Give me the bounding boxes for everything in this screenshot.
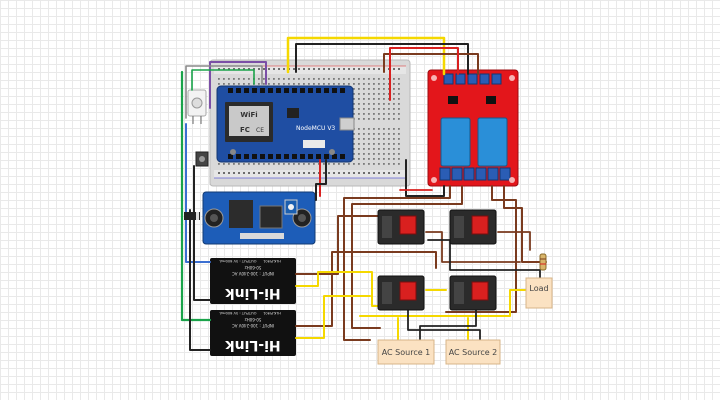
wire-black-rel-1 bbox=[405, 159, 445, 197]
buck-converter bbox=[202, 191, 316, 245]
wire-yellow-ac-2 bbox=[295, 295, 371, 339]
diode bbox=[184, 212, 200, 220]
resistor bbox=[539, 253, 547, 271]
fcc-mark: FC bbox=[240, 126, 250, 134]
nodemcu-board: WiFi FC CE NodeMCU V3 bbox=[216, 85, 355, 163]
nodemcu-header-bottom bbox=[228, 154, 345, 159]
wire-black-load bbox=[427, 239, 541, 281]
wires bbox=[180, 36, 547, 351]
ac-source-1-tag: AC Source 1 bbox=[377, 339, 435, 365]
hlk-2-spec-mid: 50-60Hz bbox=[245, 317, 262, 322]
push-button bbox=[195, 151, 209, 167]
wire-brown-ac-4 bbox=[503, 185, 547, 263]
sensor-module bbox=[187, 89, 207, 124]
relay-board bbox=[427, 69, 519, 187]
load-label: Load bbox=[529, 284, 548, 293]
relay-module-4 bbox=[449, 275, 497, 311]
relay-module-3 bbox=[377, 275, 425, 311]
relay-module-2 bbox=[449, 209, 497, 245]
hlk-2-spec-out: OUTPUT : 5V 600mA bbox=[219, 311, 256, 315]
relay-module-1 bbox=[377, 209, 425, 245]
wire-brown-relay-right bbox=[497, 231, 531, 251]
wire-brown-top-1 bbox=[383, 53, 479, 75]
relay-modules bbox=[377, 209, 497, 311]
wire-black-left-2 bbox=[189, 209, 211, 351]
wire-black-left bbox=[193, 165, 211, 301]
hlk-2-spec-top: INPUT : 100-240V AC bbox=[232, 323, 274, 328]
hlk-2-brand: Hi-Link bbox=[225, 337, 281, 353]
hlk-1-spec-mid: 50-60Hz bbox=[245, 265, 262, 270]
wire-yellow-top bbox=[286, 36, 446, 76]
wire-purple bbox=[209, 61, 267, 109]
wire-black-ac-src bbox=[419, 309, 477, 341]
wire-yellow-ac-4 bbox=[359, 289, 531, 317]
wire-red-top bbox=[389, 47, 459, 101]
nodemcu-wifi-label: WiFi bbox=[240, 111, 257, 119]
wire-brown-ac-3 bbox=[445, 185, 517, 313]
hlk-1-brand: Hi-Link bbox=[225, 285, 281, 301]
relay-1 bbox=[440, 117, 471, 167]
wire-brown-relay-mid bbox=[425, 231, 521, 263]
wire-black-ac-src2 bbox=[407, 309, 481, 341]
nodemcu-model-label: NodeMCU V3 bbox=[296, 125, 335, 132]
hlk-1-spec-out: OUTPUT : 5V 600mA bbox=[219, 259, 256, 263]
relay-board-terminals-top bbox=[443, 73, 502, 85]
wire-brown-ac-2 bbox=[351, 185, 463, 329]
wire-black-buck bbox=[315, 159, 327, 201]
ac-source-2-tag: AC Source 2 bbox=[445, 339, 501, 365]
wire-green-long bbox=[180, 70, 212, 322]
hlk-1-spec-top: INPUT : 100-240V AC bbox=[232, 271, 274, 276]
hlk-1-spec-model: HLK-PM01 bbox=[263, 259, 281, 263]
wire-green-short bbox=[191, 69, 255, 91]
ac-source-2-label: AC Source 2 bbox=[449, 348, 498, 357]
ce-mark: CE bbox=[256, 127, 264, 134]
hlk-module-1: Hi-Link INPUT : 100-240V AC 50-60Hz OUTP… bbox=[210, 258, 296, 304]
wire-brown-ac-1 bbox=[343, 185, 451, 341]
wire-blue-left bbox=[185, 123, 211, 263]
wire-black-top bbox=[295, 43, 469, 75]
wire-brown-hlk-2 bbox=[295, 251, 437, 327]
relay-2 bbox=[477, 117, 508, 167]
ac-source-1-label: AC Source 1 bbox=[382, 348, 431, 357]
wire-gray bbox=[185, 65, 263, 119]
hlk-module-2: Hi-Link INPUT : 100-240V AC 50-60Hz OUTP… bbox=[210, 310, 296, 356]
load-tag: Load bbox=[525, 277, 553, 309]
hlk-2-spec-model: HLK-PM01 bbox=[263, 311, 281, 315]
nodemcu-header-top bbox=[228, 88, 345, 93]
relay-board-terminals-bottom bbox=[439, 167, 511, 181]
